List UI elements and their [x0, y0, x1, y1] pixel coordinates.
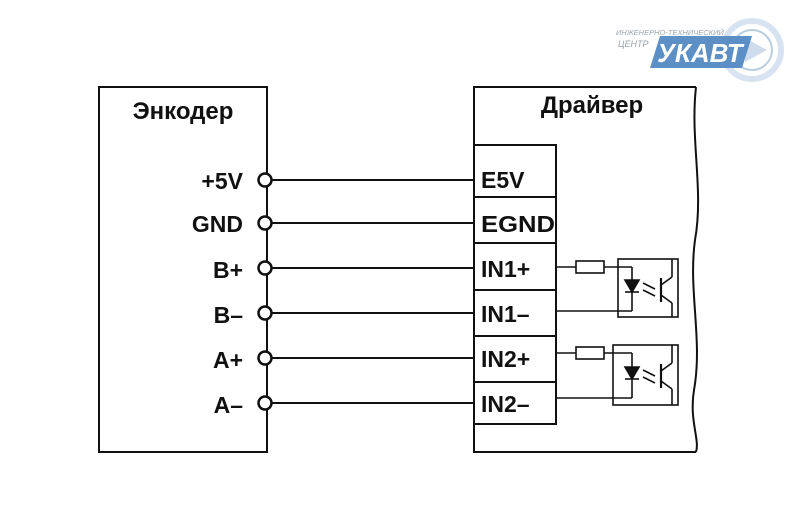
encoder-title: Энкодер	[133, 98, 234, 125]
phototransistor-collector	[660, 362, 673, 372]
resistor	[575, 346, 605, 360]
wires	[272, 179, 474, 404]
driver-terminal-label: E5V	[481, 167, 525, 193]
driver-title: Драйвер	[541, 92, 643, 119]
resistor	[575, 260, 605, 274]
logo-arrow-icon	[745, 38, 767, 62]
encoder-block: Энкодер +5V GND B+ B– A+ A–	[98, 86, 268, 453]
encoder-pin-label: A+	[213, 347, 243, 373]
terminal-circle	[257, 260, 273, 276]
phototransistor-emitter	[660, 380, 673, 390]
terminal-circle	[257, 215, 273, 231]
logo-tagline: ЦЕНТР	[618, 39, 649, 49]
encoder-pin-label: GND	[192, 211, 243, 237]
driver-terminal-label: IN2+	[481, 346, 530, 372]
led-diode	[623, 366, 641, 381]
terminal-strip	[473, 144, 557, 425]
optocoupler-box	[617, 258, 679, 318]
driver-terminal-label: IN1–	[481, 301, 530, 327]
optocoupler-box	[612, 344, 679, 406]
optocoupler-1	[556, 258, 679, 318]
logo-tagline: ИНЖЕНЕРНО-ТЕХНИЧЕСКИЙ	[616, 28, 724, 37]
driver-terminal-label: IN1+	[481, 256, 530, 282]
light-arrow	[642, 369, 656, 377]
driver-terminal-label: EGND	[481, 211, 555, 237]
driver-break-line	[691, 86, 700, 453]
phototransistor-emitter	[660, 294, 673, 304]
light-arrow	[642, 289, 656, 297]
driver-terminal-label: IN2–	[481, 391, 530, 417]
light-arrow	[642, 376, 656, 384]
terminal-circle	[257, 395, 273, 411]
terminal-circle	[257, 172, 273, 188]
light-arrow	[642, 282, 656, 290]
phototransistor-collector	[660, 276, 673, 286]
driver-block: Драйвер E5V EGND IN1+ IN1– IN2+ IN2–	[473, 86, 700, 453]
encoder-pin-label: +5V	[201, 168, 243, 194]
encoder-pin-label: A–	[214, 392, 244, 418]
logo-brand-banner	[650, 36, 752, 68]
led-diode	[623, 279, 641, 294]
logo-brand: УКАВТ	[657, 38, 745, 68]
company-logo: ИНЖЕНЕРНО-ТЕХНИЧЕСКИЙ ЦЕНТР УКАВТ	[616, 18, 784, 82]
terminal-circle	[257, 305, 273, 321]
terminal-circle	[257, 350, 273, 366]
encoder-pin-label: B–	[214, 302, 244, 328]
encoder-terminals	[257, 172, 273, 411]
optocoupler-2	[556, 344, 679, 406]
encoder-pin-label: B+	[213, 257, 243, 283]
